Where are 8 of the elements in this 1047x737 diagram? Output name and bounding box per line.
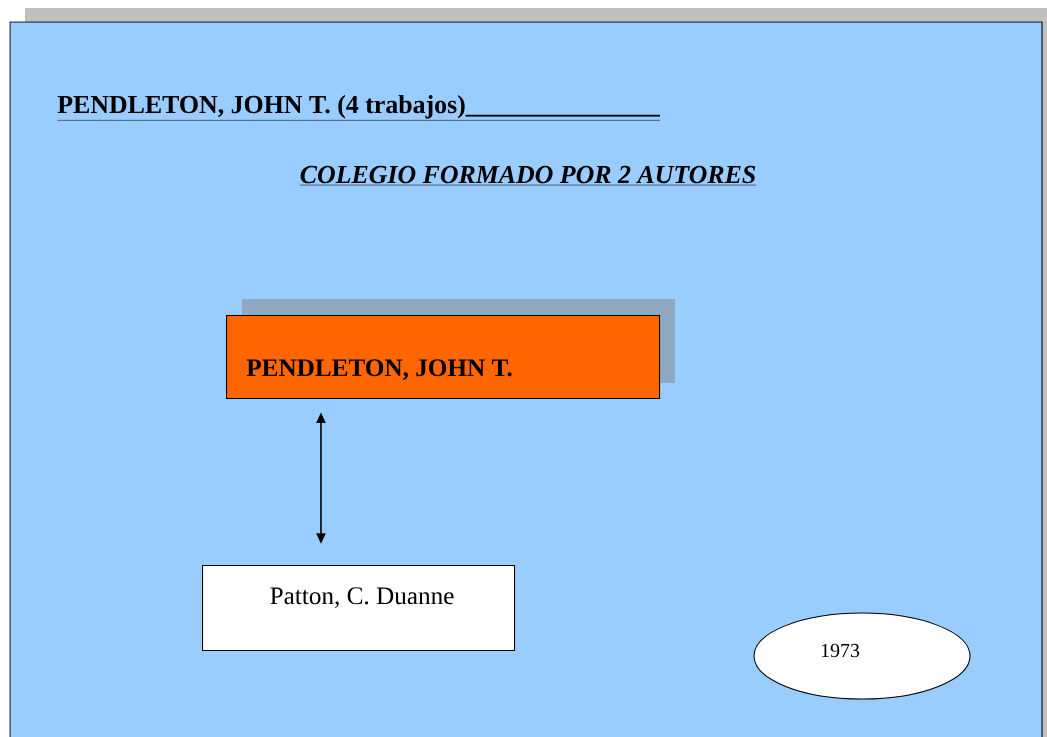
author-box: [202, 565, 516, 652]
box-label: PENDLETON, JOHN T.: [246, 359, 512, 380]
box-label: Patton, C. Duanne: [270, 587, 454, 608]
year-ellipse: [753, 612, 971, 700]
name-box: [226, 315, 661, 400]
subheading: COLEGIO FORMADO POR 2 AUTORES: [299, 165, 757, 186]
heading: PENDLETON, JOHN T. (4 trabajos)_______________: [57, 95, 661, 121]
ellipse-label: 1973: [821, 643, 860, 658]
